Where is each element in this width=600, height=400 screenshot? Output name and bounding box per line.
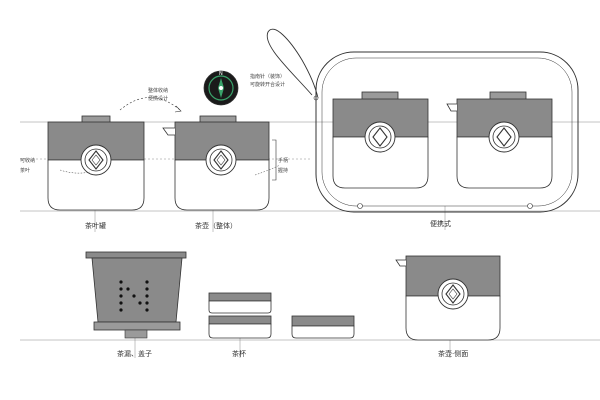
note-top-right-1: 指南针（装饰） [250, 73, 285, 80]
compass-icon: N [203, 70, 239, 106]
label-tea-caddy: 茶叶罐 [85, 221, 106, 230]
teapot-front [162, 115, 277, 211]
note-left-1: 可收纳 [20, 157, 35, 164]
n-logo-icon [119, 280, 149, 312]
diamond-logo-icon [445, 284, 461, 304]
label-tea-cups: 茶杯 [232, 349, 246, 358]
label-portable-set: 便携式 [430, 219, 451, 228]
diamond-logo-icon [88, 150, 104, 170]
portable-case [266, 28, 579, 213]
note-top-right-2: 可旋转开合设计 [250, 81, 285, 88]
note-mid-right-2: 握持 [278, 167, 288, 174]
teapot-side [395, 255, 501, 341]
note-mid-right-1: 手柄 [278, 157, 288, 164]
diamond-logo-icon [213, 150, 229, 170]
label-teapot-side: 茶壶·侧面 [438, 349, 468, 358]
label-teapot: 茶壶（整体） [195, 221, 237, 230]
diamond-logo-icon [496, 127, 512, 147]
note-top-2: 便携设计 [148, 95, 168, 102]
diamond-logo-icon [372, 127, 388, 147]
tea-cups [208, 292, 355, 339]
flow-arrow [119, 97, 181, 111]
note-top-1: 整体收纳 [148, 87, 168, 94]
svg-text:N: N [219, 71, 223, 77]
label-strainer-lid: 茶漏、盖子 [117, 349, 152, 358]
tea-caddy [47, 115, 145, 211]
note-left-2: 茶叶 [20, 167, 30, 174]
strainer [85, 251, 187, 339]
